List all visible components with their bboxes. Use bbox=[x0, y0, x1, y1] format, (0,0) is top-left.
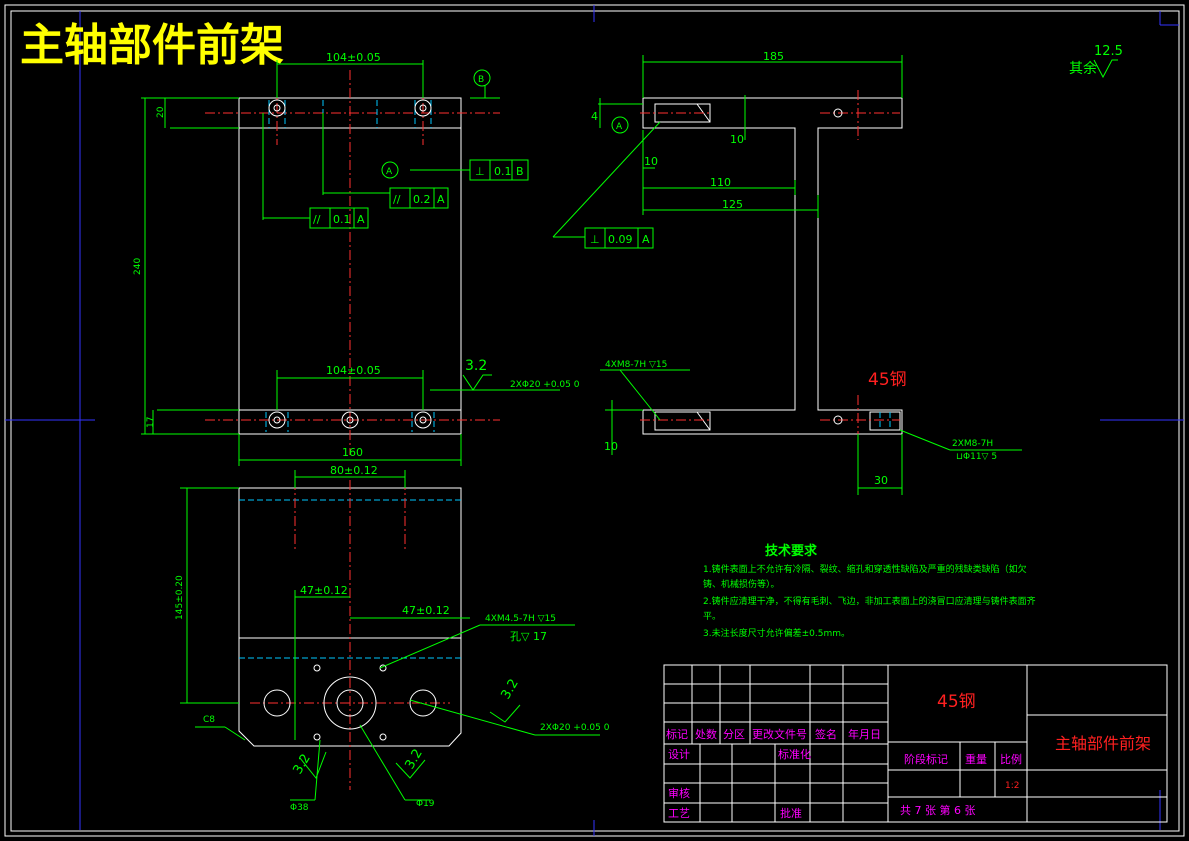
svg-text:C8: C8 bbox=[203, 715, 215, 725]
svg-text:2XΦ20 +0.05 0: 2XΦ20 +0.05 0 bbox=[540, 723, 610, 733]
svg-text:0.2: 0.2 bbox=[413, 193, 431, 206]
svg-text:3.未注长度尺寸允许偏差±0.5mm。: 3.未注长度尺寸允许偏差±0.5mm。 bbox=[703, 627, 850, 639]
svg-text:签名: 签名 bbox=[815, 727, 837, 741]
svg-text:3.2: 3.2 bbox=[290, 752, 313, 777]
svg-text:阶段标记: 阶段标记 bbox=[904, 752, 948, 766]
svg-text:比例: 比例 bbox=[1000, 752, 1022, 766]
title-block: 45钢 主轴部件前架 标记 处数 分区 更改文件号 签名 年月日 设计 标准化 … bbox=[663, 664, 1168, 823]
svg-text:12.5: 12.5 bbox=[1094, 44, 1123, 59]
svg-text:3.2: 3.2 bbox=[402, 747, 425, 772]
svg-text:3.2: 3.2 bbox=[465, 358, 487, 374]
svg-text:10: 10 bbox=[604, 440, 618, 453]
svg-text:批准: 批准 bbox=[780, 806, 802, 820]
svg-text:0.09: 0.09 bbox=[608, 233, 633, 246]
svg-text:A: A bbox=[616, 122, 623, 132]
svg-text:孔▽ 17: 孔▽ 17 bbox=[510, 630, 547, 643]
svg-text:⊔Φ11▽ 5: ⊔Φ11▽ 5 bbox=[956, 452, 997, 462]
svg-text:A: A bbox=[642, 233, 650, 246]
svg-text:1.铸件表面上不允许有冷隔、裂纹、缩孔和穿透性缺陷及严重的残: 1.铸件表面上不允许有冷隔、裂纹、缩孔和穿透性缺陷及严重的残缺类缺陷（如欠 bbox=[703, 563, 1027, 575]
svg-text:A: A bbox=[357, 213, 365, 226]
svg-text:标记: 标记 bbox=[666, 727, 688, 741]
svg-text:技术要求: 技术要求 bbox=[765, 543, 818, 559]
svg-text:平。: 平。 bbox=[703, 611, 721, 622]
svg-text:铸、机械损伤等）。: 铸、机械损伤等）。 bbox=[703, 578, 780, 590]
svg-text:处数: 处数 bbox=[695, 728, 717, 741]
svg-text:B: B bbox=[478, 75, 484, 85]
svg-text:0.1: 0.1 bbox=[333, 213, 351, 226]
svg-text:4: 4 bbox=[591, 110, 598, 123]
svg-text:2.铸件应清理干净，不得有毛刺、飞边，非加工表面上的浇冒口应: 2.铸件应清理干净，不得有毛刺、飞边，非加工表面上的浇冒口应清理与铸件表面齐 bbox=[703, 595, 1036, 607]
side-view: 185 110 125 10 10 4 10 30 4XM8-7H ▽15 2X… bbox=[552, 50, 1022, 495]
svg-text://: // bbox=[393, 193, 401, 206]
svg-text:⊥: ⊥ bbox=[590, 233, 600, 246]
svg-text:A: A bbox=[386, 167, 393, 177]
svg-text:45钢: 45钢 bbox=[868, 370, 907, 390]
svg-text:工艺: 工艺 bbox=[668, 807, 690, 820]
svg-text:更改文件号: 更改文件号 bbox=[752, 727, 807, 741]
svg-text:160: 160 bbox=[342, 446, 363, 459]
svg-text:B: B bbox=[516, 165, 524, 178]
svg-text:45钢: 45钢 bbox=[937, 692, 976, 712]
svg-text:47±0.12: 47±0.12 bbox=[402, 604, 450, 617]
svg-text:125: 125 bbox=[722, 198, 743, 211]
svg-text:1:2: 1:2 bbox=[1005, 781, 1019, 791]
svg-text:145±0.20: 145±0.20 bbox=[175, 575, 185, 620]
svg-text:共 7 张 第 6 张: 共 7 张 第 6 张 bbox=[900, 803, 975, 817]
svg-text:4XM4.5-7H ▽15: 4XM4.5-7H ▽15 bbox=[485, 614, 556, 624]
svg-text:Φ19: Φ19 bbox=[416, 799, 435, 809]
svg-text:设计: 设计 bbox=[668, 748, 690, 761]
inner-border bbox=[10, 10, 1180, 832]
svg-text:主轴部件前架: 主轴部件前架 bbox=[1055, 734, 1151, 753]
svg-text:240: 240 bbox=[133, 258, 143, 275]
svg-text:A: A bbox=[437, 193, 445, 206]
svg-text:分区: 分区 bbox=[723, 728, 745, 741]
svg-text:0.1: 0.1 bbox=[494, 165, 512, 178]
svg-text:Φ38: Φ38 bbox=[290, 803, 309, 813]
svg-text:年月日: 年月日 bbox=[848, 727, 881, 741]
svg-text:其余: 其余 bbox=[1069, 60, 1097, 77]
top-view: 80±0.12 47±0.12 47±0.12 145±0.20 C8 4XM4… bbox=[175, 464, 610, 813]
svg-text:4XM8-7H ▽15: 4XM8-7H ▽15 bbox=[605, 360, 667, 370]
outer-border bbox=[4, 4, 1185, 837]
svg-text:80±0.12: 80±0.12 bbox=[330, 464, 378, 477]
svg-text:30: 30 bbox=[874, 474, 888, 487]
svg-text:审核: 审核 bbox=[668, 786, 690, 800]
front-view: 240 20 17 160 104±0.05 104±0.05 2XΦ20 +0… bbox=[133, 51, 580, 466]
svg-text:104±0.05: 104±0.05 bbox=[326, 51, 381, 64]
svg-text:10: 10 bbox=[730, 133, 744, 146]
svg-text:110: 110 bbox=[710, 176, 731, 189]
svg-text:2XΦ20 +0.05 0: 2XΦ20 +0.05 0 bbox=[510, 380, 580, 390]
svg-text:标准化: 标准化 bbox=[778, 747, 811, 761]
svg-text:重量: 重量 bbox=[965, 752, 987, 766]
roughness-others: 其余 12.5 bbox=[1069, 44, 1123, 79]
svg-text:10: 10 bbox=[644, 155, 658, 168]
svg-text:⊥: ⊥ bbox=[475, 165, 485, 178]
svg-text:17: 17 bbox=[146, 417, 156, 428]
svg-text:104±0.05: 104±0.05 bbox=[326, 364, 381, 377]
svg-text:185: 185 bbox=[763, 50, 784, 63]
technical-requirements: 技术要求 1.铸件表面上不允许有冷隔、裂纹、缩孔和穿透性缺陷及严重的残缺类缺陷（… bbox=[703, 543, 1036, 639]
svg-text:3.2: 3.2 bbox=[498, 677, 521, 702]
svg-text:2XM8-7H: 2XM8-7H bbox=[952, 439, 993, 449]
svg-text:20: 20 bbox=[156, 106, 166, 118]
svg-text://: // bbox=[313, 213, 321, 226]
drawing-title: 主轴部件前架 bbox=[20, 20, 284, 71]
centering-marks bbox=[5, 5, 1184, 836]
svg-text:47±0.12: 47±0.12 bbox=[300, 584, 348, 597]
